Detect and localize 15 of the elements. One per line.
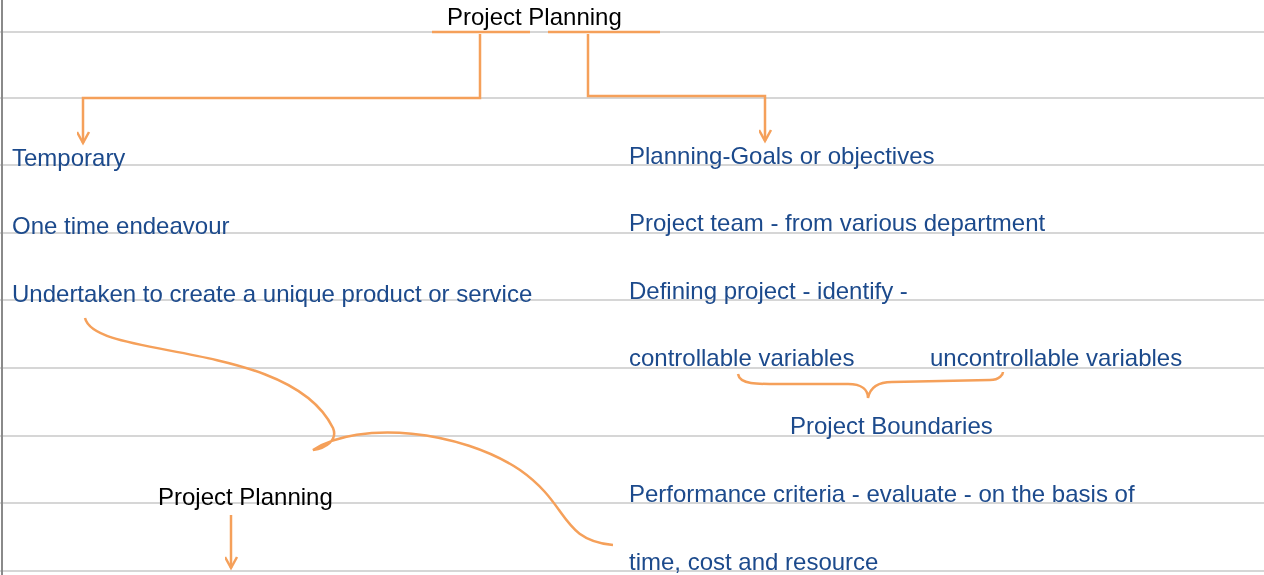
arrow [223,515,239,570]
note-text: Planning-Goals or objectives [629,142,935,170]
note-text: Temporary [12,144,126,172]
note-text: Project Planning [447,3,622,31]
note-text: One time endeavour [12,212,230,240]
note-text: uncontrollable variables [930,344,1183,372]
note-text: Performance criteria - evaluate - on the basis of time, cost and resource [629,479,1136,575]
arrow [75,34,482,145]
arrow [586,34,773,143]
note-text: Project Boundaries [790,412,993,440]
note-text: Defining project - identify - [629,277,908,305]
note-text: Project Planning [158,483,333,511]
note-text: controllable variables [629,344,855,372]
note-text: Project team - from various department [629,209,1046,237]
note-text: Undertaken to create a unique product or service [12,280,533,308]
